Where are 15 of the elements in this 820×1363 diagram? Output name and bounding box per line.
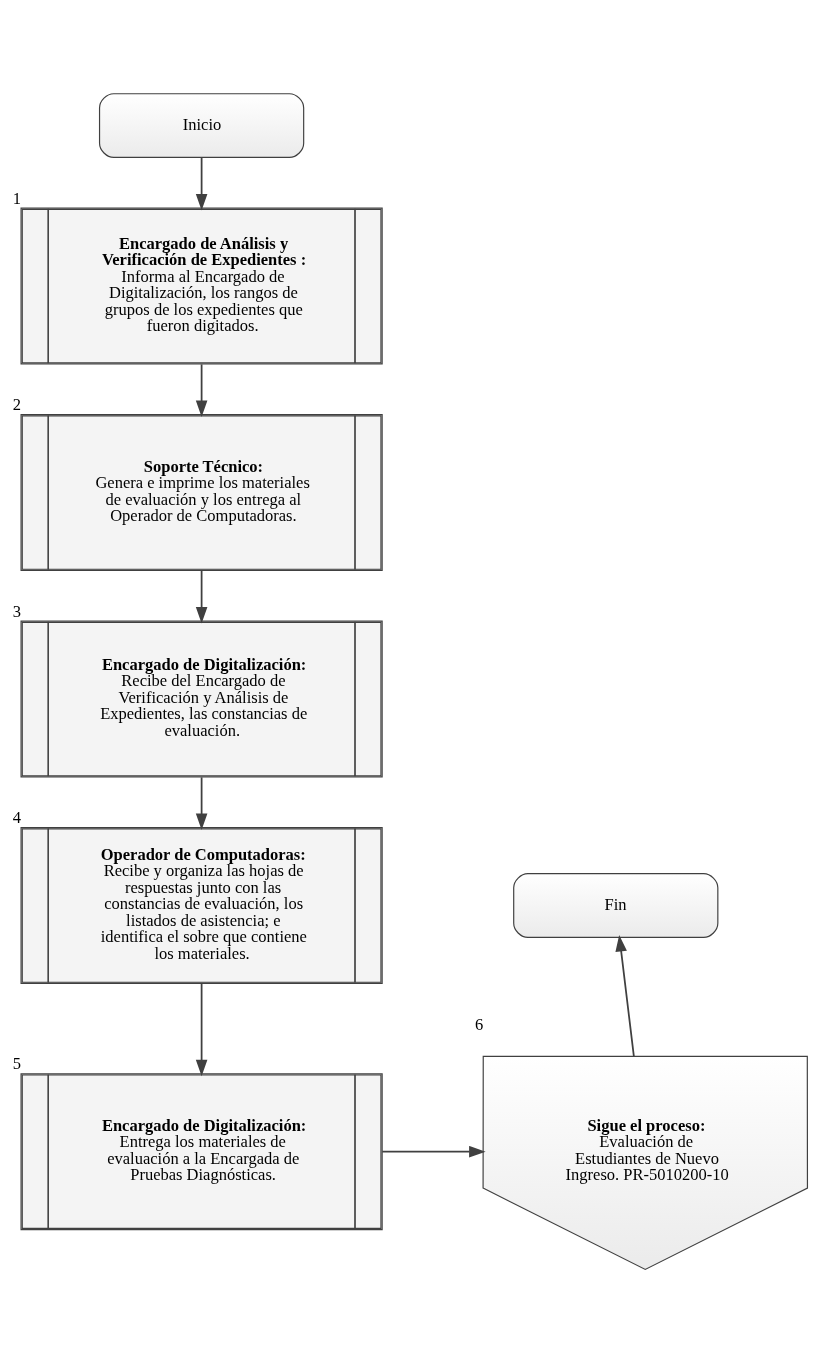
- arrow: [615, 934, 635, 1058]
- arrow: [195, 982, 208, 1077]
- node-label: 3: [12, 601, 22, 621]
- arrow: [195, 363, 208, 418]
- arrow: [195, 156, 208, 211]
- node-label: 1: [12, 188, 22, 208]
- node-label: 2: [12, 395, 22, 415]
- arrow: [195, 776, 208, 831]
- arrow: [381, 1145, 486, 1158]
- node-label: 6: [475, 1014, 484, 1034]
- arrow: [195, 570, 208, 624]
- node-label: 5: [12, 1054, 22, 1074]
- node-box: Fin: [513, 873, 719, 938]
- node-label: 4: [12, 808, 22, 828]
- node-box: Inicio: [98, 93, 305, 159]
